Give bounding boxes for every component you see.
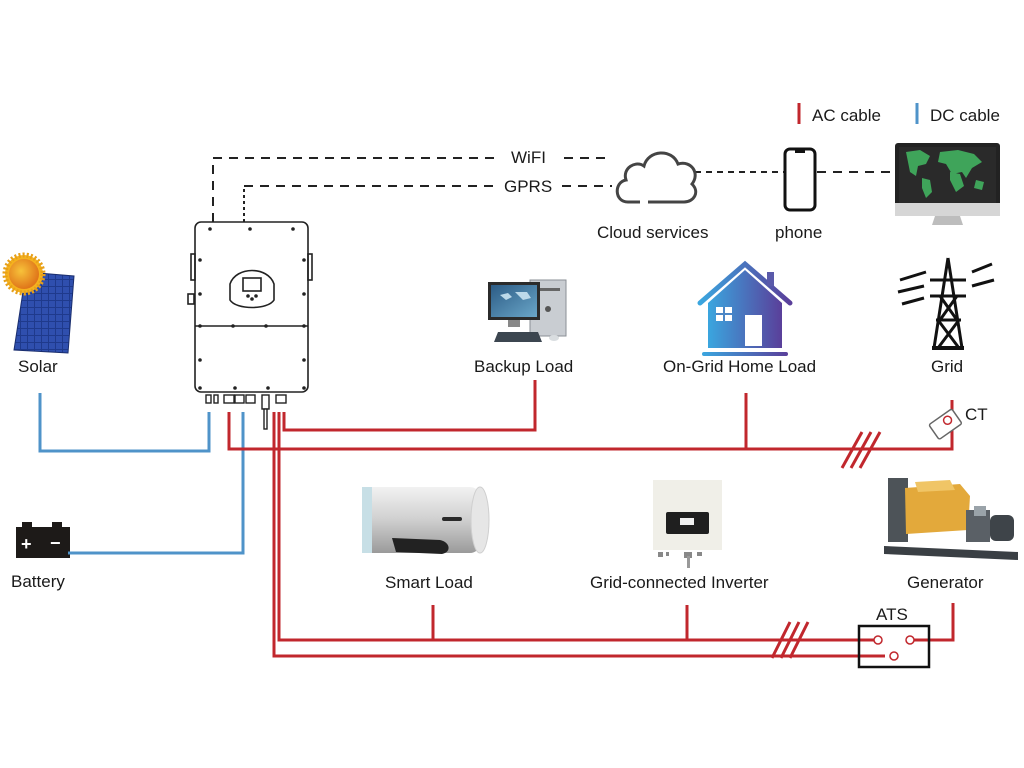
solar-label: Solar: [18, 357, 58, 376]
dc-cables: [38, 393, 245, 555]
hybrid-inverter-icon: [187, 221, 313, 430]
battery-plus-symbol: +: [21, 534, 32, 554]
ct-node: CT: [928, 405, 988, 440]
smart-load-label: Smart Load: [385, 573, 473, 592]
battery-label: Battery: [11, 572, 65, 591]
on-grid-home-load-node: On-Grid Home Load: [663, 260, 816, 376]
ct-label: CT: [965, 405, 988, 424]
solar-dc-cable: [38, 393, 211, 453]
hybrid-inverter-node: [187, 221, 313, 430]
backup-load-label: Backup Load: [474, 357, 573, 376]
battery-icon: + −: [16, 522, 70, 558]
solar-node: Solar: [2, 252, 75, 376]
battery-node: + − Battery: [11, 522, 70, 591]
inverter-terminals: [205, 394, 287, 430]
ac-cable-legend-label: AC cable: [812, 106, 881, 125]
grid-connected-inverter-label: Grid-connected Inverter: [590, 573, 769, 592]
wifi-link: [212, 157, 500, 222]
generator-port-ac-cable: [272, 412, 885, 658]
cloud-services-node: Cloud services: [597, 151, 709, 242]
monitor-node: [895, 143, 1000, 225]
desktop-computer-icon: [488, 279, 567, 342]
grid-label: Grid: [931, 357, 963, 376]
dc-cable-legend-label: DC cable: [930, 106, 1000, 125]
generator-node: Generator: [884, 478, 1018, 592]
three-phase-mark-grid: [840, 431, 882, 469]
gprs-label: GPRS: [504, 177, 552, 196]
phone-node: phone: [775, 147, 822, 242]
battery-dc-cable: [68, 412, 245, 555]
current-transformer-icon: [928, 408, 963, 440]
backup-load-ac-cable: [282, 380, 537, 432]
battery-minus-symbol: −: [50, 533, 61, 553]
string-inverter-icon: [653, 480, 722, 568]
generator-ac-cable: [910, 603, 955, 642]
water-heater-icon: [362, 486, 490, 554]
phone-label: phone: [775, 223, 822, 242]
monitor-icon: [895, 143, 1000, 225]
cloud-icon: [615, 151, 698, 204]
grid-node: Grid: [897, 257, 995, 376]
smart-load-node: Smart Load: [362, 486, 490, 592]
phone-icon: [783, 147, 817, 212]
ats-terminal-1: [873, 635, 883, 645]
sun-icon: [2, 252, 46, 296]
backup-load-node: Backup Load: [474, 279, 573, 376]
grid-ac-cable: [227, 400, 954, 451]
on-grid-home-load-label: On-Grid Home Load: [663, 357, 816, 376]
house-icon: [697, 260, 793, 356]
cloud-services-label: Cloud services: [597, 223, 709, 242]
grid-connected-inverter-node: Grid-connected Inverter: [590, 480, 769, 592]
ats-terminal-3: [889, 651, 899, 661]
ats-terminal-2: [905, 635, 915, 645]
power-tower-icon: [897, 257, 995, 350]
ac-cables: [227, 380, 955, 659]
generator-label: Generator: [907, 573, 984, 592]
legend: AC cable DC cable: [797, 103, 1000, 125]
phone-notch: [795, 150, 805, 153]
three-phase-mark-ats: [770, 621, 810, 659]
ats-node: ATS: [857, 605, 931, 669]
wifi-label: WiFI: [511, 148, 546, 167]
smart-load-ac-cable: [277, 412, 880, 642]
ats-label: ATS: [876, 605, 908, 624]
ats-box: [857, 624, 931, 669]
communication-links: WiFI GPRS: [212, 148, 894, 222]
diesel-generator-icon: [884, 478, 1018, 560]
